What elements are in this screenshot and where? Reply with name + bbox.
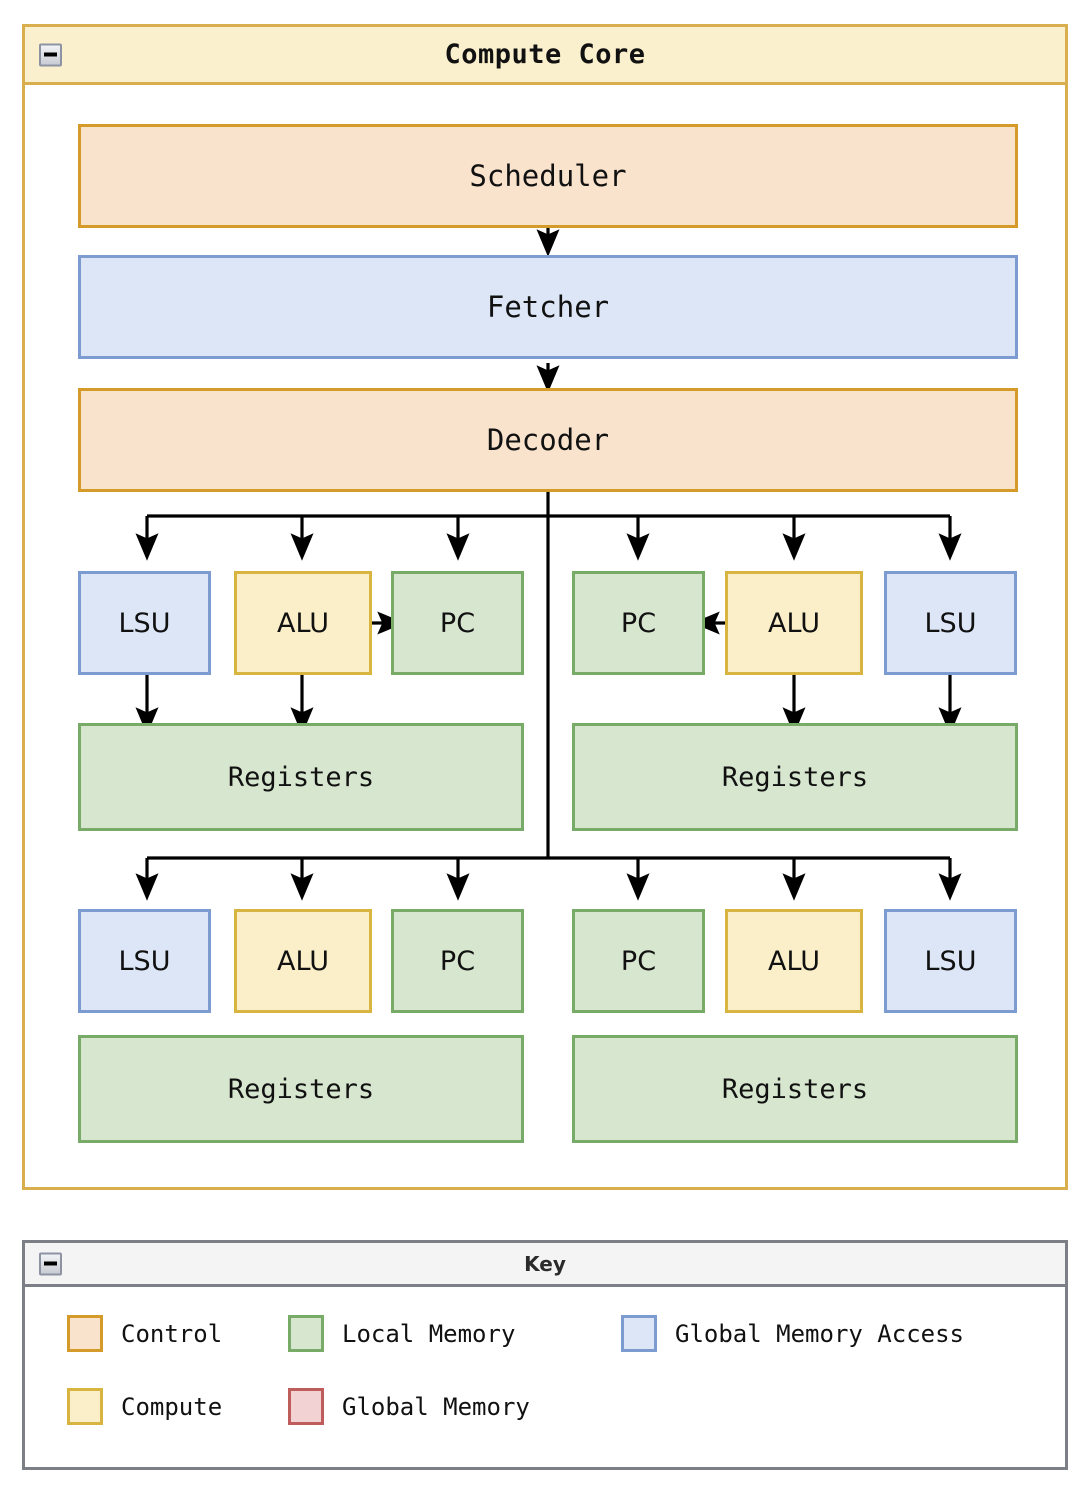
node-label: ALU [277,607,329,639]
node-label: LSU [924,945,977,977]
node-lsu-bottom-right[interactable]: LSU [884,909,1017,1013]
key-item-control: Control [67,1315,222,1352]
swatch-local-memory-icon [288,1315,324,1352]
node-pc-top-right[interactable]: PC [572,571,705,675]
node-label: PC [620,945,657,977]
key-item-global-memory-access: Global Memory Access [621,1315,964,1352]
key-label: Global Memory [342,1392,530,1421]
node-lsu-top-right[interactable]: LSU [884,571,1017,675]
key-item-compute: Compute [67,1388,222,1425]
node-label: ALU [277,945,329,977]
node-label: LSU [118,607,171,639]
swatch-global-memory-icon [288,1388,324,1425]
node-pc-bottom-left[interactable]: PC [391,909,524,1013]
swatch-control-icon [67,1315,103,1352]
node-alu-top-right[interactable]: ALU [725,571,863,675]
node-fetcher[interactable]: Fetcher [78,255,1018,359]
node-label: PC [439,607,476,639]
node-label: Registers [721,761,869,793]
minus-square-icon[interactable] [39,1252,62,1275]
compute-core-canvas: Scheduler Fetcher Decoder LSU ALU PC Reg… [25,27,1065,1187]
minus-square-icon[interactable] [39,43,62,66]
node-label: PC [439,945,476,977]
minus-glyph [44,52,57,57]
node-label: LSU [118,945,171,977]
node-registers-bottom-right[interactable]: Registers [572,1035,1018,1143]
node-label: ALU [768,607,820,639]
node-decoder[interactable]: Decoder [78,388,1018,492]
node-fetcher-label: Fetcher [486,290,610,324]
node-scheduler-label: Scheduler [469,159,627,193]
compute-core-panel: Compute Core [22,24,1068,1190]
key-panel: Key Control Local Memory Global Memory A… [22,1240,1068,1470]
node-scheduler[interactable]: Scheduler [78,124,1018,228]
key-titlebar: Key [25,1243,1065,1287]
node-label: Registers [721,1073,869,1105]
key-label: Local Memory [342,1319,516,1348]
node-lsu-top-left[interactable]: LSU [78,571,211,675]
node-registers-top-left[interactable]: Registers [78,723,524,831]
node-label: Registers [227,761,375,793]
edges-layer [135,227,962,901]
compute-core-title: Compute Core [444,39,646,70]
node-registers-top-right[interactable]: Registers [572,723,1018,831]
node-label: Registers [227,1073,375,1105]
node-label: LSU [924,607,977,639]
node-alu-bottom-left[interactable]: ALU [234,909,372,1013]
node-pc-top-left[interactable]: PC [391,571,524,675]
swatch-global-memory-access-icon [621,1315,657,1352]
node-label: ALU [768,945,820,977]
key-item-local-memory: Local Memory [288,1315,515,1352]
minus-glyph [44,1261,57,1266]
node-decoder-label: Decoder [486,423,610,457]
key-item-global-memory: Global Memory [288,1388,530,1425]
key-body: Control Local Memory Global Memory Acces… [25,1287,1065,1470]
node-label: PC [620,607,657,639]
node-lsu-bottom-left[interactable]: LSU [78,909,211,1013]
key-label: Global Memory Access [675,1319,964,1348]
key-label: Compute [121,1392,223,1421]
node-alu-bottom-right[interactable]: ALU [725,909,863,1013]
compute-core-titlebar: Compute Core [25,27,1065,85]
node-alu-top-left[interactable]: ALU [234,571,372,675]
node-registers-bottom-left[interactable]: Registers [78,1035,524,1143]
key-title: Key [524,1251,566,1276]
swatch-compute-icon [67,1388,103,1425]
key-label: Control [121,1319,223,1348]
node-pc-bottom-right[interactable]: PC [572,909,705,1013]
